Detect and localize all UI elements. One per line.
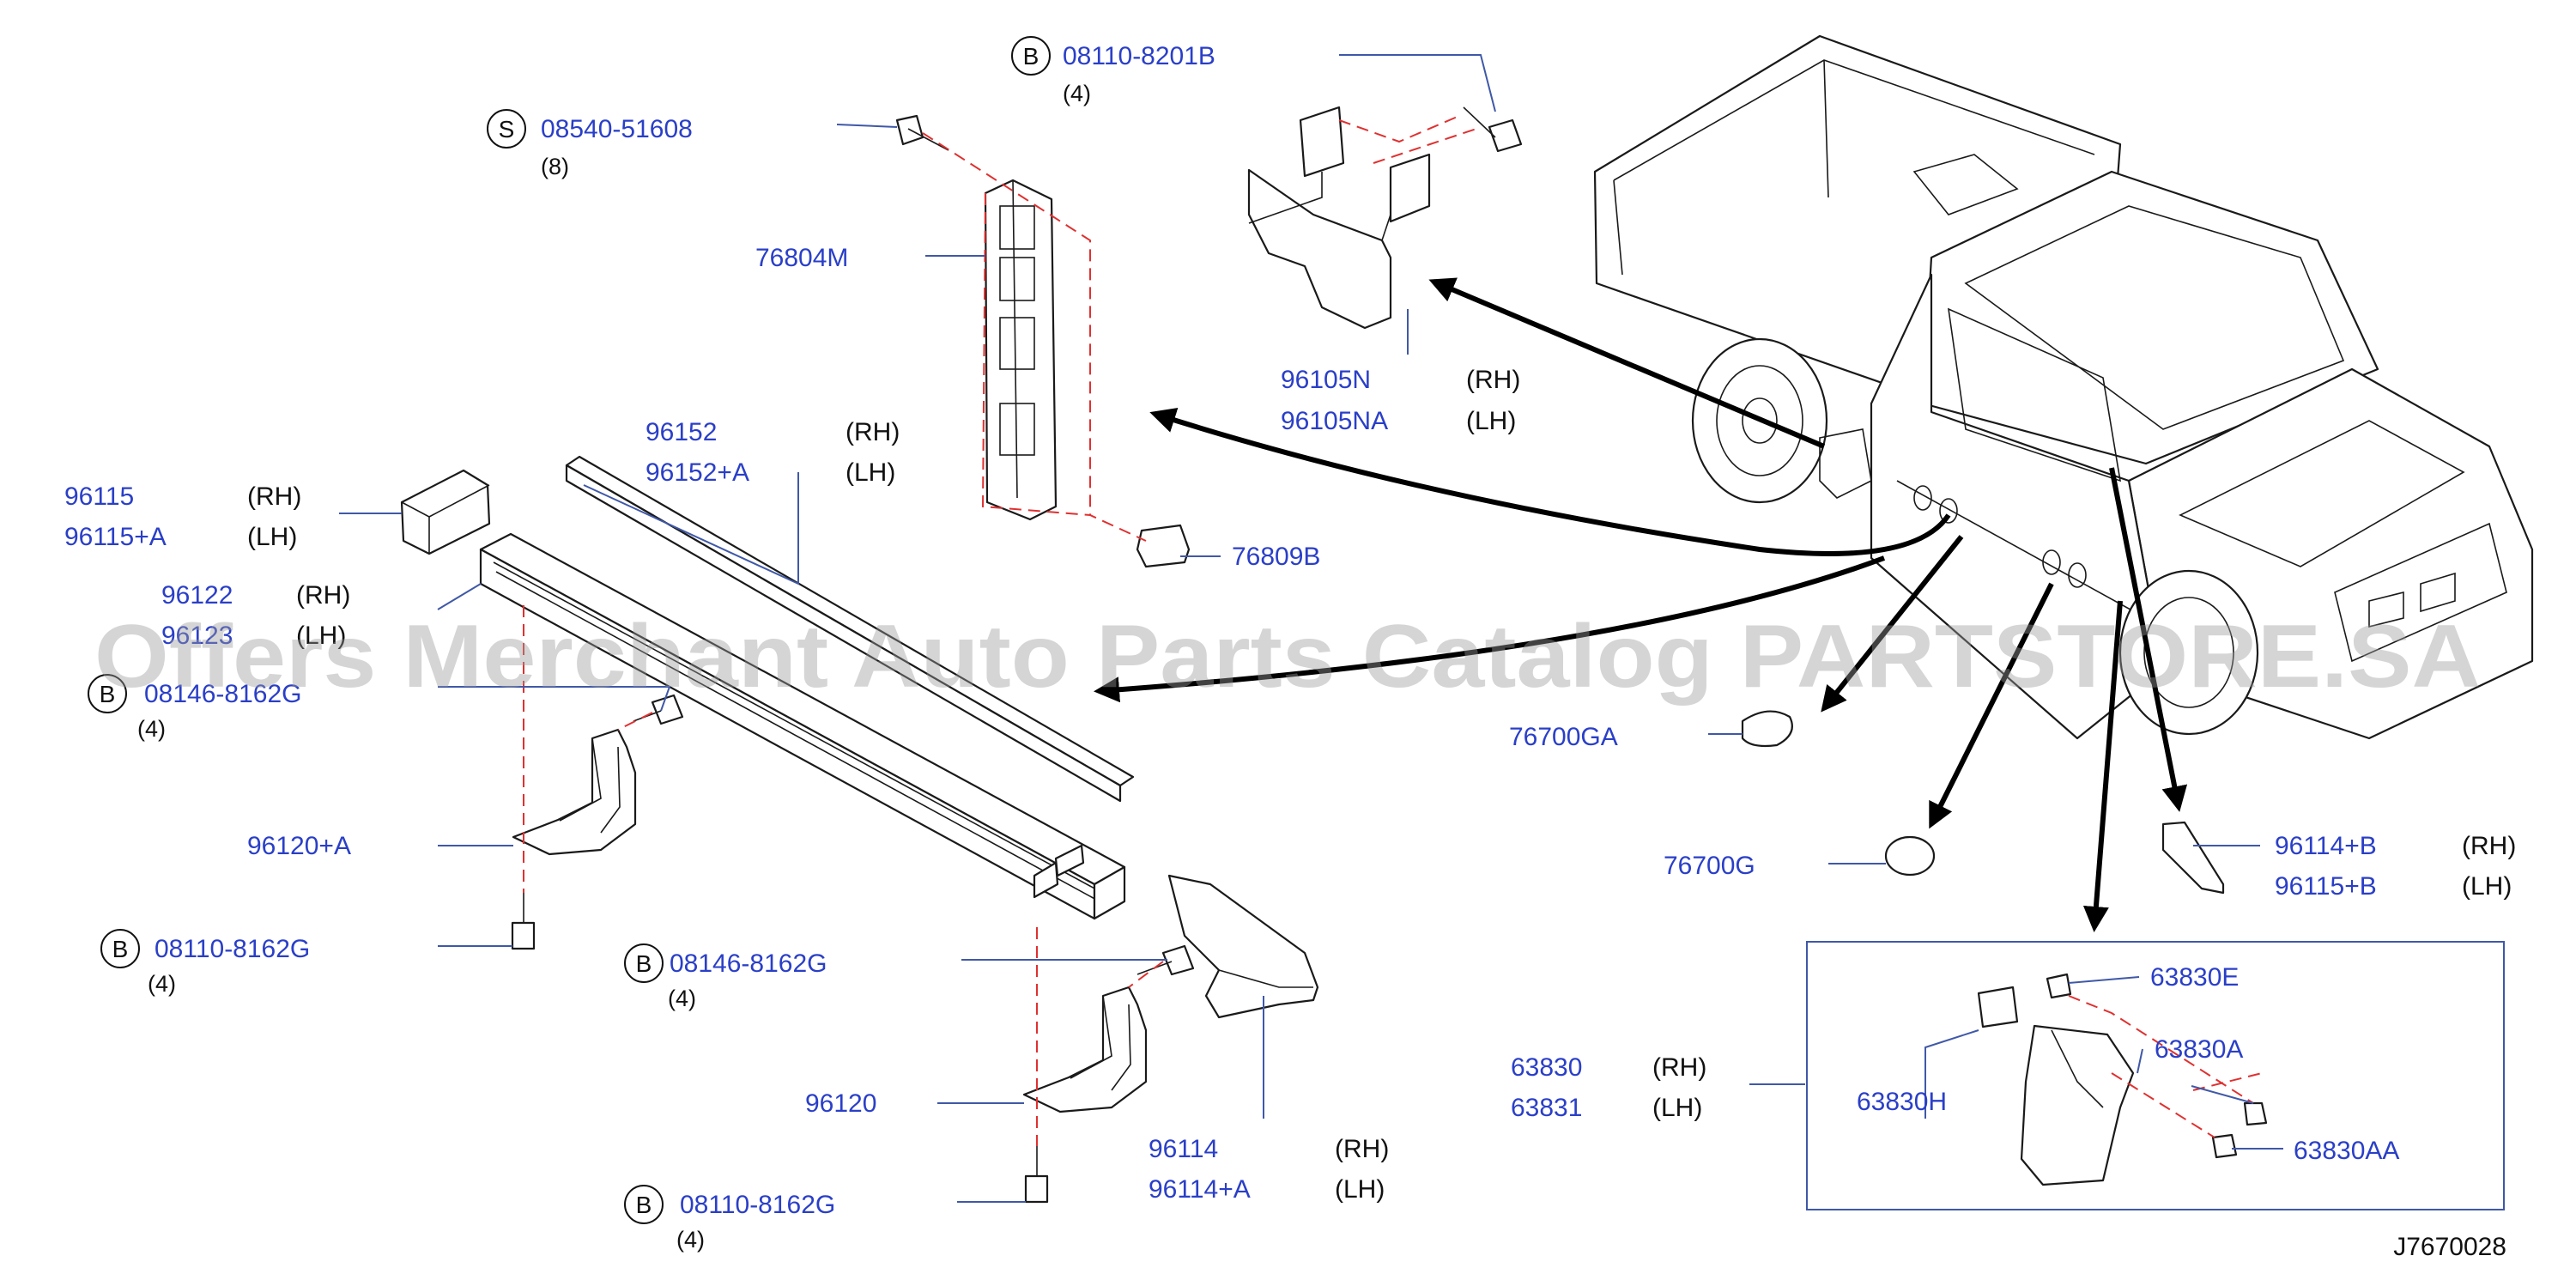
clip-strip-76804m [984,179,1058,521]
part-label-08146-lower[interactable]: 08146-8162G [670,949,827,978]
side-lh: (LH) [1466,407,1516,435]
alignment-lines [523,115,2263,1146]
side-rh: (RH) [1466,366,1520,394]
prefix-b: B [1023,43,1039,70]
prefix-b: B [636,950,652,977]
qty-4: (4) [676,1227,705,1253]
side-rh: (RH) [296,581,350,610]
part-label-96120a[interactable]: 96120+A [247,832,351,860]
mud-guard-detail-box [1806,941,2505,1210]
side-rh: (RH) [1335,1135,1389,1163]
part-label-96120[interactable]: 96120 [805,1089,876,1118]
part-label-63830aa[interactable]: 63830AA [2294,1137,2399,1165]
part-label-96114a[interactable]: 96114+A [1149,1175,1251,1204]
side-rh: (RH) [2462,832,2516,860]
bracket-96120a [512,728,637,856]
part-label-76700ga[interactable]: 76700GA [1509,723,1618,751]
part-label-08146-upper[interactable]: 08146-8162G [144,680,302,708]
callout-arrows [1094,277,2188,932]
truck-illustration [1593,34,2534,740]
prefix-s: S [499,116,515,143]
plug-76700g [1884,835,1936,877]
part-label-08540[interactable]: 08540-51608 [541,115,693,143]
part-label-76809b[interactable]: 76809B [1232,543,1320,571]
flap-96114b [2161,821,2225,895]
mud-flap-96114 [1167,874,1319,1019]
part-label-08110-upper[interactable]: 08110-8162G [155,935,310,963]
qty-8: (8) [541,154,569,179]
side-lh: (LH) [2462,872,2512,901]
part-label-08110-8201b[interactable]: 08110-8201B [1063,42,1215,70]
running-board [479,532,1126,920]
watermark-text: Offers Merchant Auto Parts Catalog PARTS… [94,607,2481,707]
fasteners [511,106,1523,1204]
prefix-b: B [636,1192,652,1218]
part-label-63830[interactable]: 63830 [1511,1053,1582,1082]
part-label-96122[interactable]: 96122 [161,581,233,610]
bracket-96105n [1247,106,1431,330]
prefix-b: B [112,936,129,962]
bracket-96120 [1022,986,1148,1113]
prefix-circles: B S B B B B [88,36,1051,1224]
leader-lines [339,54,2283,1203]
part-label-96114[interactable]: 96114 [1149,1135,1218,1163]
part-label-96105na[interactable]: 96105NA [1281,407,1388,435]
part-label-96115[interactable]: 96115 [64,482,134,511]
part-label-63831[interactable]: 63831 [1511,1094,1582,1122]
plug-76700ga [1741,710,1793,748]
part-label-08110-lower[interactable]: 08110-8162G [680,1191,835,1219]
side-lh: (LH) [296,622,346,650]
qty-4: (4) [668,986,696,1011]
side-lh: (LH) [1652,1094,1702,1122]
part-label-96105n[interactable]: 96105N [1281,366,1371,394]
part-label-96115a[interactable]: 96115+A [64,523,167,551]
side-lh: (LH) [1335,1175,1385,1204]
part-label-96123[interactable]: 96123 [161,622,233,650]
side-rh: (RH) [1652,1053,1706,1082]
side-molding [565,455,1135,803]
end-cap-96115 [400,469,491,555]
qty-4: (4) [137,716,166,742]
prefix-b: B [100,681,116,707]
part-label-63830h[interactable]: 63830H [1857,1088,1947,1116]
side-lh: (LH) [846,458,895,487]
diagram-reference-code: J7670028 [2393,1233,2506,1261]
qty-4: (4) [1063,81,1091,106]
part-label-96152[interactable]: 96152 [646,418,717,446]
side-rh: (RH) [846,418,900,446]
part-labels: 96115 (RH) 96115+A (LH) 96122 (RH) 96123… [64,42,2516,1253]
part-label-63830a[interactable]: 63830A [2155,1035,2243,1064]
side-rh: (RH) [247,482,301,511]
part-label-96152a[interactable]: 96152+A [646,458,749,487]
part-label-76804m[interactable]: 76804M [755,244,848,272]
part-label-96114b[interactable]: 96114+B [2275,832,2377,860]
qty-4: (4) [148,971,176,997]
side-lh: (LH) [247,523,297,551]
part-label-76700g[interactable]: 76700G [1664,852,1755,880]
part-label-96115b[interactable]: 96115+B [2275,872,2377,901]
part-label-63830e[interactable]: 63830E [2150,963,2239,992]
